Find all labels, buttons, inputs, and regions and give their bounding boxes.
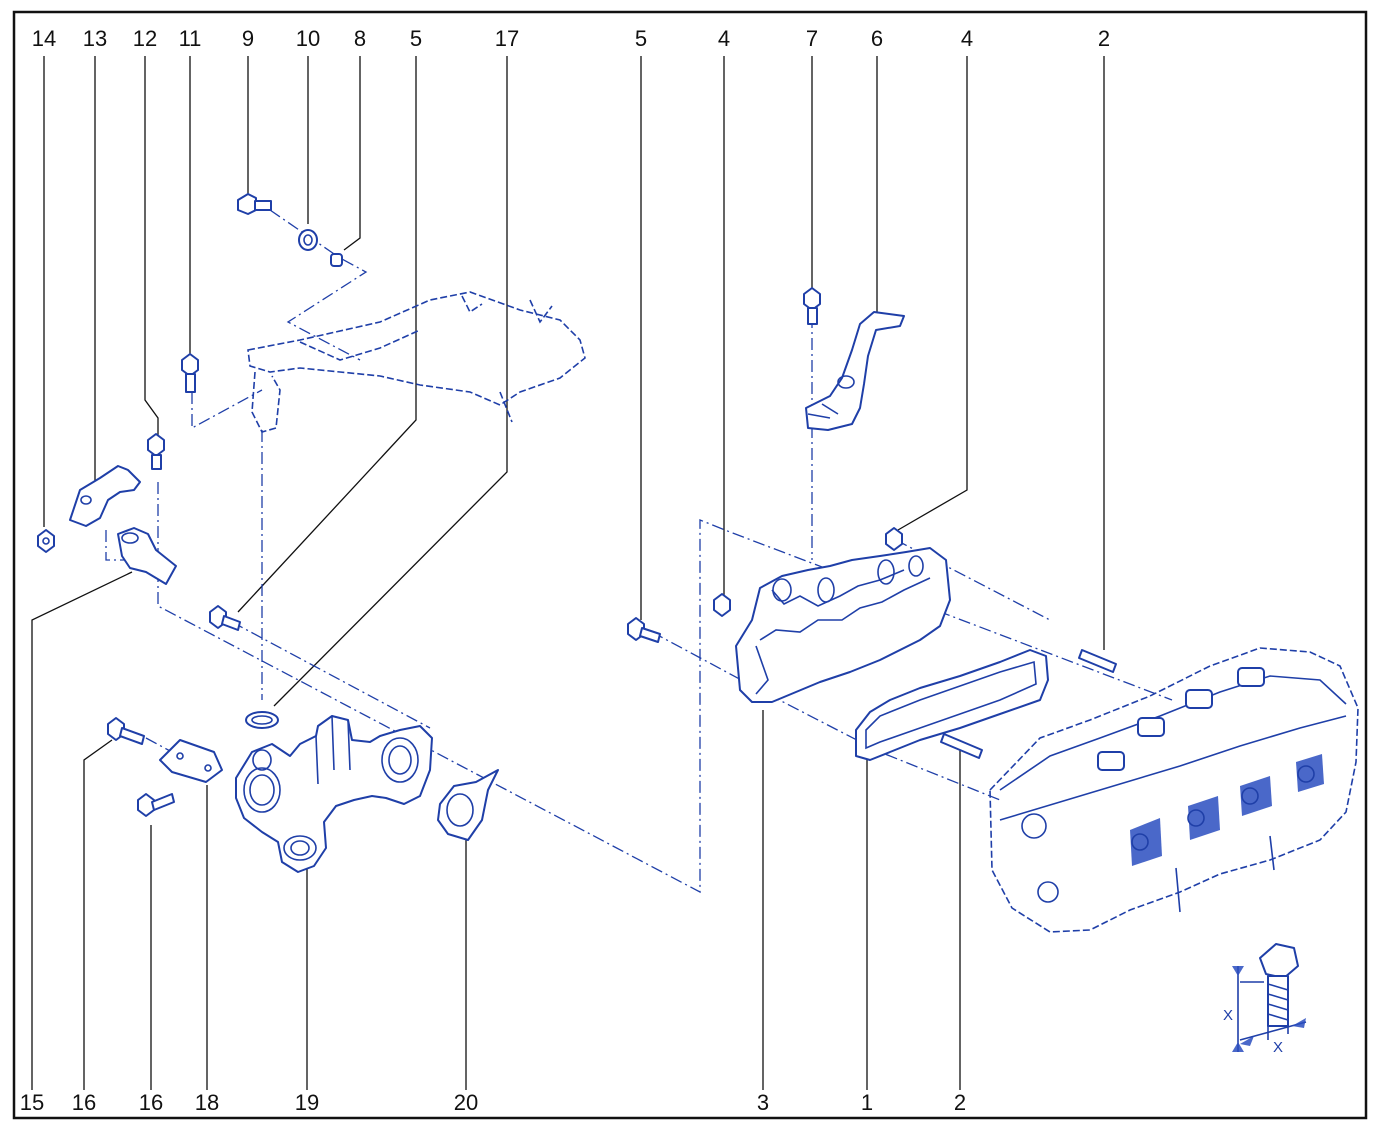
- nut-14: [37, 529, 55, 553]
- outlet-housing-19: [235, 715, 433, 873]
- gasket-20: [437, 769, 499, 841]
- callout-4b: 4: [961, 26, 973, 51]
- bolt-12: [147, 433, 165, 470]
- grommet-10: [298, 229, 318, 251]
- callout-2a: 2: [1098, 26, 1110, 51]
- cam-cap-4: [1237, 667, 1265, 687]
- callout-18: 18: [195, 1090, 219, 1115]
- callout-8: 8: [354, 26, 366, 51]
- exhaust-manifold-3: [735, 547, 951, 703]
- bracket-13: [69, 465, 141, 527]
- callout-17: 17: [495, 26, 519, 51]
- bolt-5-left: [209, 605, 241, 631]
- cylinder-head: [989, 647, 1359, 933]
- cover-plate-18: [159, 739, 223, 783]
- callout-5b: 5: [635, 26, 647, 51]
- callout-6: 6: [871, 26, 883, 51]
- callout-4a: 4: [718, 26, 730, 51]
- bolt-5-right: [627, 617, 661, 643]
- cam-cap-3: [1185, 689, 1213, 709]
- callout-1: 1: [861, 1090, 873, 1115]
- callout-12: 12: [133, 26, 157, 51]
- callout-7: 7: [806, 26, 818, 51]
- bolt-11: [181, 353, 199, 393]
- bolt-9: [237, 193, 272, 215]
- callout-2b: 2: [954, 1090, 966, 1115]
- lifting-bracket-6: [805, 311, 905, 431]
- bolt-16-lower: [137, 793, 175, 817]
- callout-9: 9: [242, 26, 254, 51]
- bolt-16-upper: [107, 717, 145, 745]
- leader-lines: [31, 56, 1105, 1090]
- gasket-1: [855, 649, 1049, 761]
- callout-19: 19: [295, 1090, 319, 1115]
- nut-4-right: [885, 527, 903, 551]
- bolt-length-symbol: X X: [1223, 943, 1307, 1056]
- nut-4-left: [713, 593, 731, 617]
- o-ring-17: [245, 711, 279, 729]
- sensor-15: [117, 527, 177, 585]
- callout-16a: 16: [72, 1090, 96, 1115]
- callout-3: 3: [757, 1090, 769, 1115]
- callout-10: 10: [296, 26, 320, 51]
- callout-15: 15: [20, 1090, 44, 1115]
- diagram-frame: [12, 10, 1368, 1120]
- callout-16b: 16: [139, 1090, 163, 1115]
- callout-13: 13: [83, 26, 107, 51]
- ghost-outline-upper-housing: [247, 291, 586, 433]
- symbol-label-x-vertical: X: [1223, 1007, 1233, 1024]
- symbol-label-x-horizontal: X: [1273, 1039, 1283, 1056]
- callout-5a: 5: [410, 26, 422, 51]
- sleeve-8: [330, 253, 343, 267]
- cam-cap-1: [1097, 751, 1125, 771]
- callout-14: 14: [32, 26, 56, 51]
- callout-20: 20: [454, 1090, 478, 1115]
- cam-cap-2: [1137, 717, 1165, 737]
- callout-11: 11: [179, 26, 202, 51]
- stud-2-upper: [1078, 649, 1117, 673]
- stud-2-lower: [940, 733, 983, 759]
- bolt-7: [803, 287, 821, 325]
